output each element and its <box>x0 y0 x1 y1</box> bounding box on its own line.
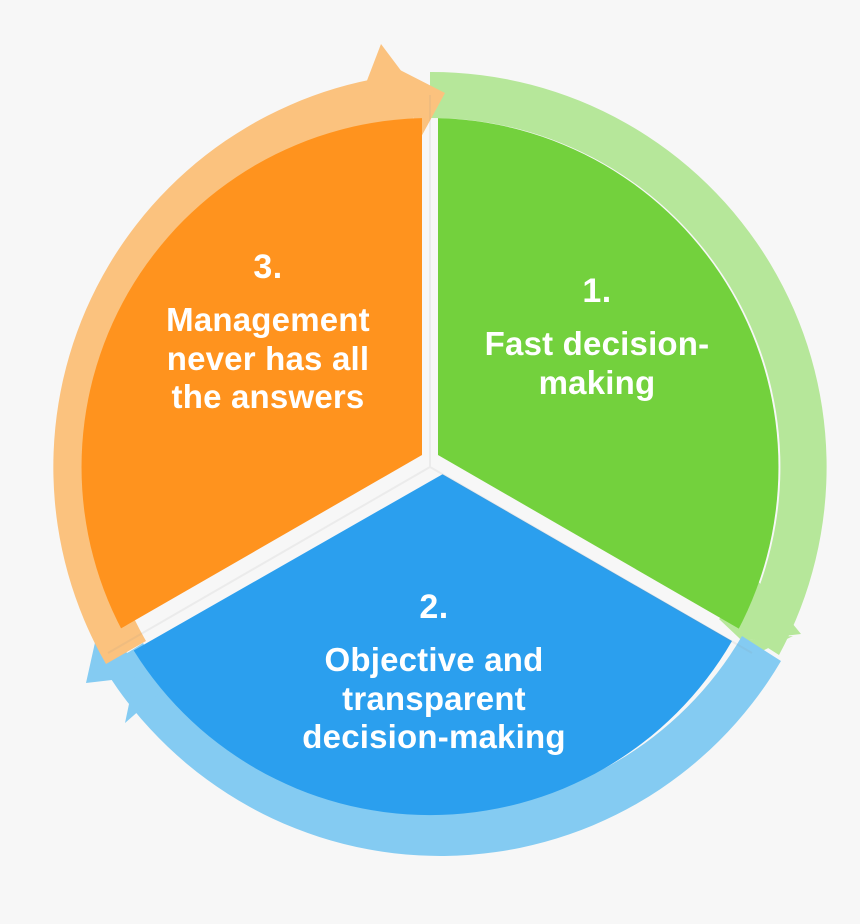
segment-dividers <box>107 95 753 654</box>
segment-blue[interactable] <box>128 467 732 815</box>
green-arrow-ring <box>430 71 827 656</box>
orange-arrow-ring <box>53 44 445 664</box>
